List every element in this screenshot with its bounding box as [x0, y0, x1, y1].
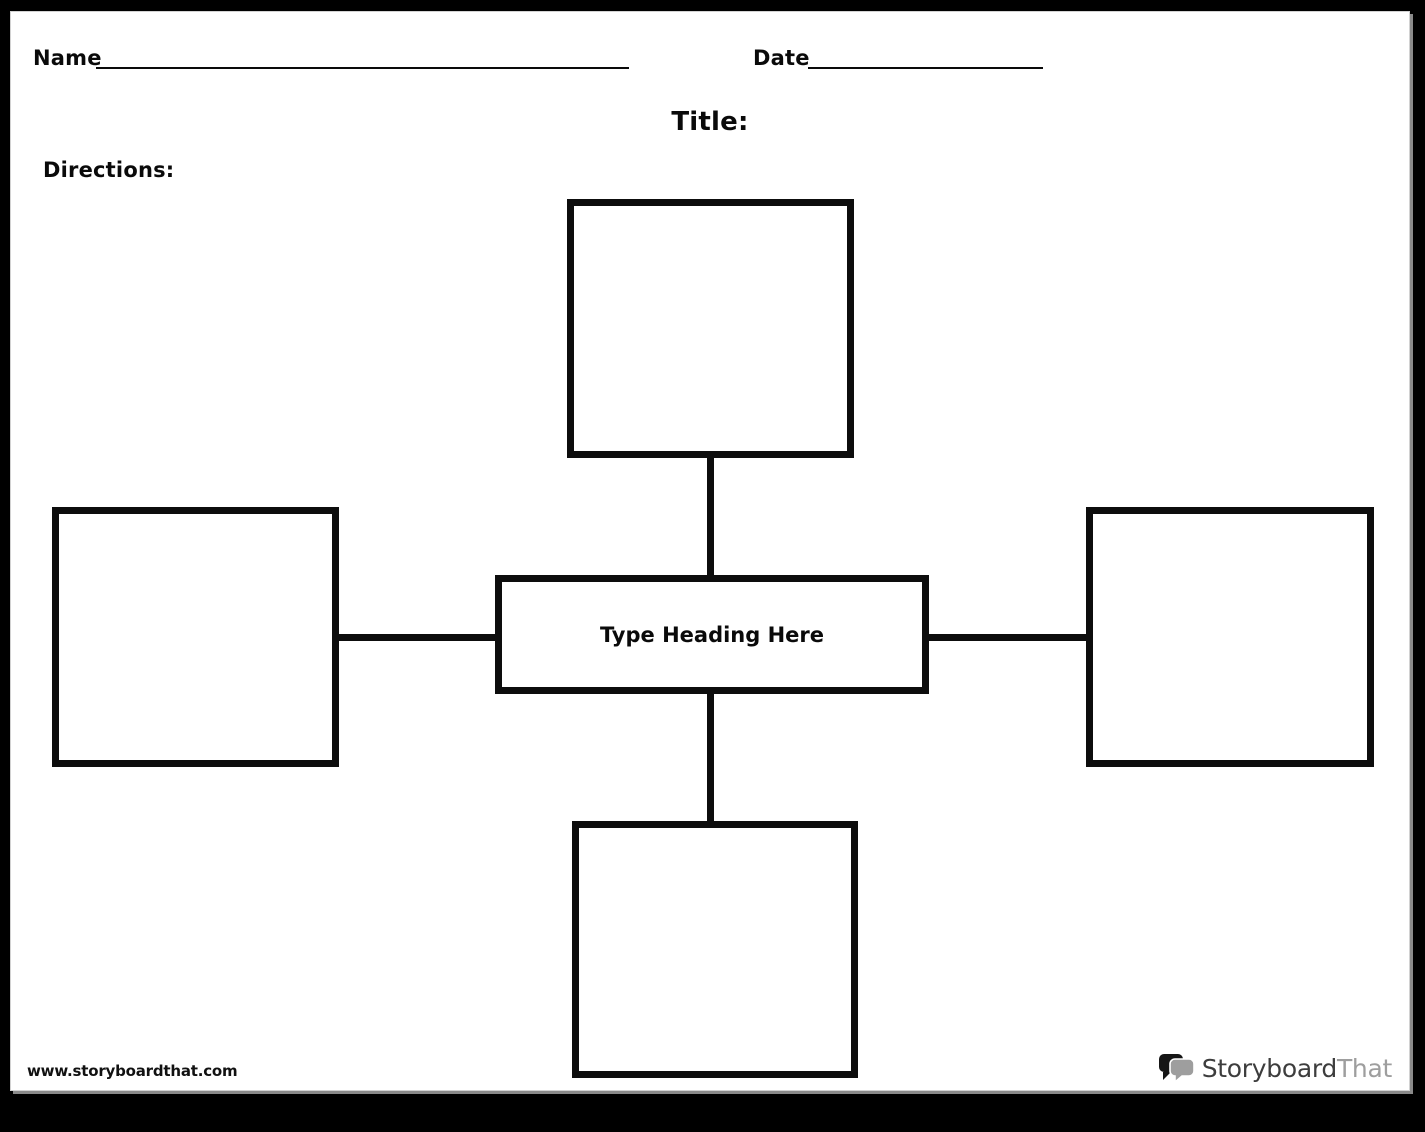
website-url: www.storyboardthat.com [27, 1062, 238, 1080]
directions-label: Directions: [43, 158, 175, 182]
worksheet-page: Name Date Title: Directions: Type Headin… [10, 11, 1410, 1091]
connector-bottom [707, 693, 714, 821]
node-box-right[interactable] [1086, 507, 1374, 767]
brand-wordmark-secondary: That [1336, 1053, 1392, 1083]
center-heading-text[interactable]: Type Heading Here [599, 622, 825, 647]
connector-right [928, 634, 1087, 641]
storyboardthat-logo: StoryboardThat [1158, 1052, 1392, 1084]
speech-bubbles-icon [1158, 1053, 1196, 1084]
brand-wordmark-primary: Storyboard [1201, 1053, 1338, 1083]
brand-wordmark: StoryboardThat [1201, 1053, 1393, 1083]
node-box-top[interactable] [567, 199, 854, 458]
connector-top [707, 457, 714, 575]
center-heading-box[interactable]: Type Heading Here [495, 575, 929, 694]
node-box-left[interactable] [52, 507, 339, 767]
node-box-bottom[interactable] [572, 821, 858, 1078]
name-label: Name [33, 46, 102, 70]
connector-left [338, 634, 496, 641]
date-label: Date [753, 46, 810, 70]
name-fill-line[interactable] [96, 67, 629, 69]
title-label: Title: [671, 107, 749, 137]
date-fill-line[interactable] [808, 67, 1043, 69]
